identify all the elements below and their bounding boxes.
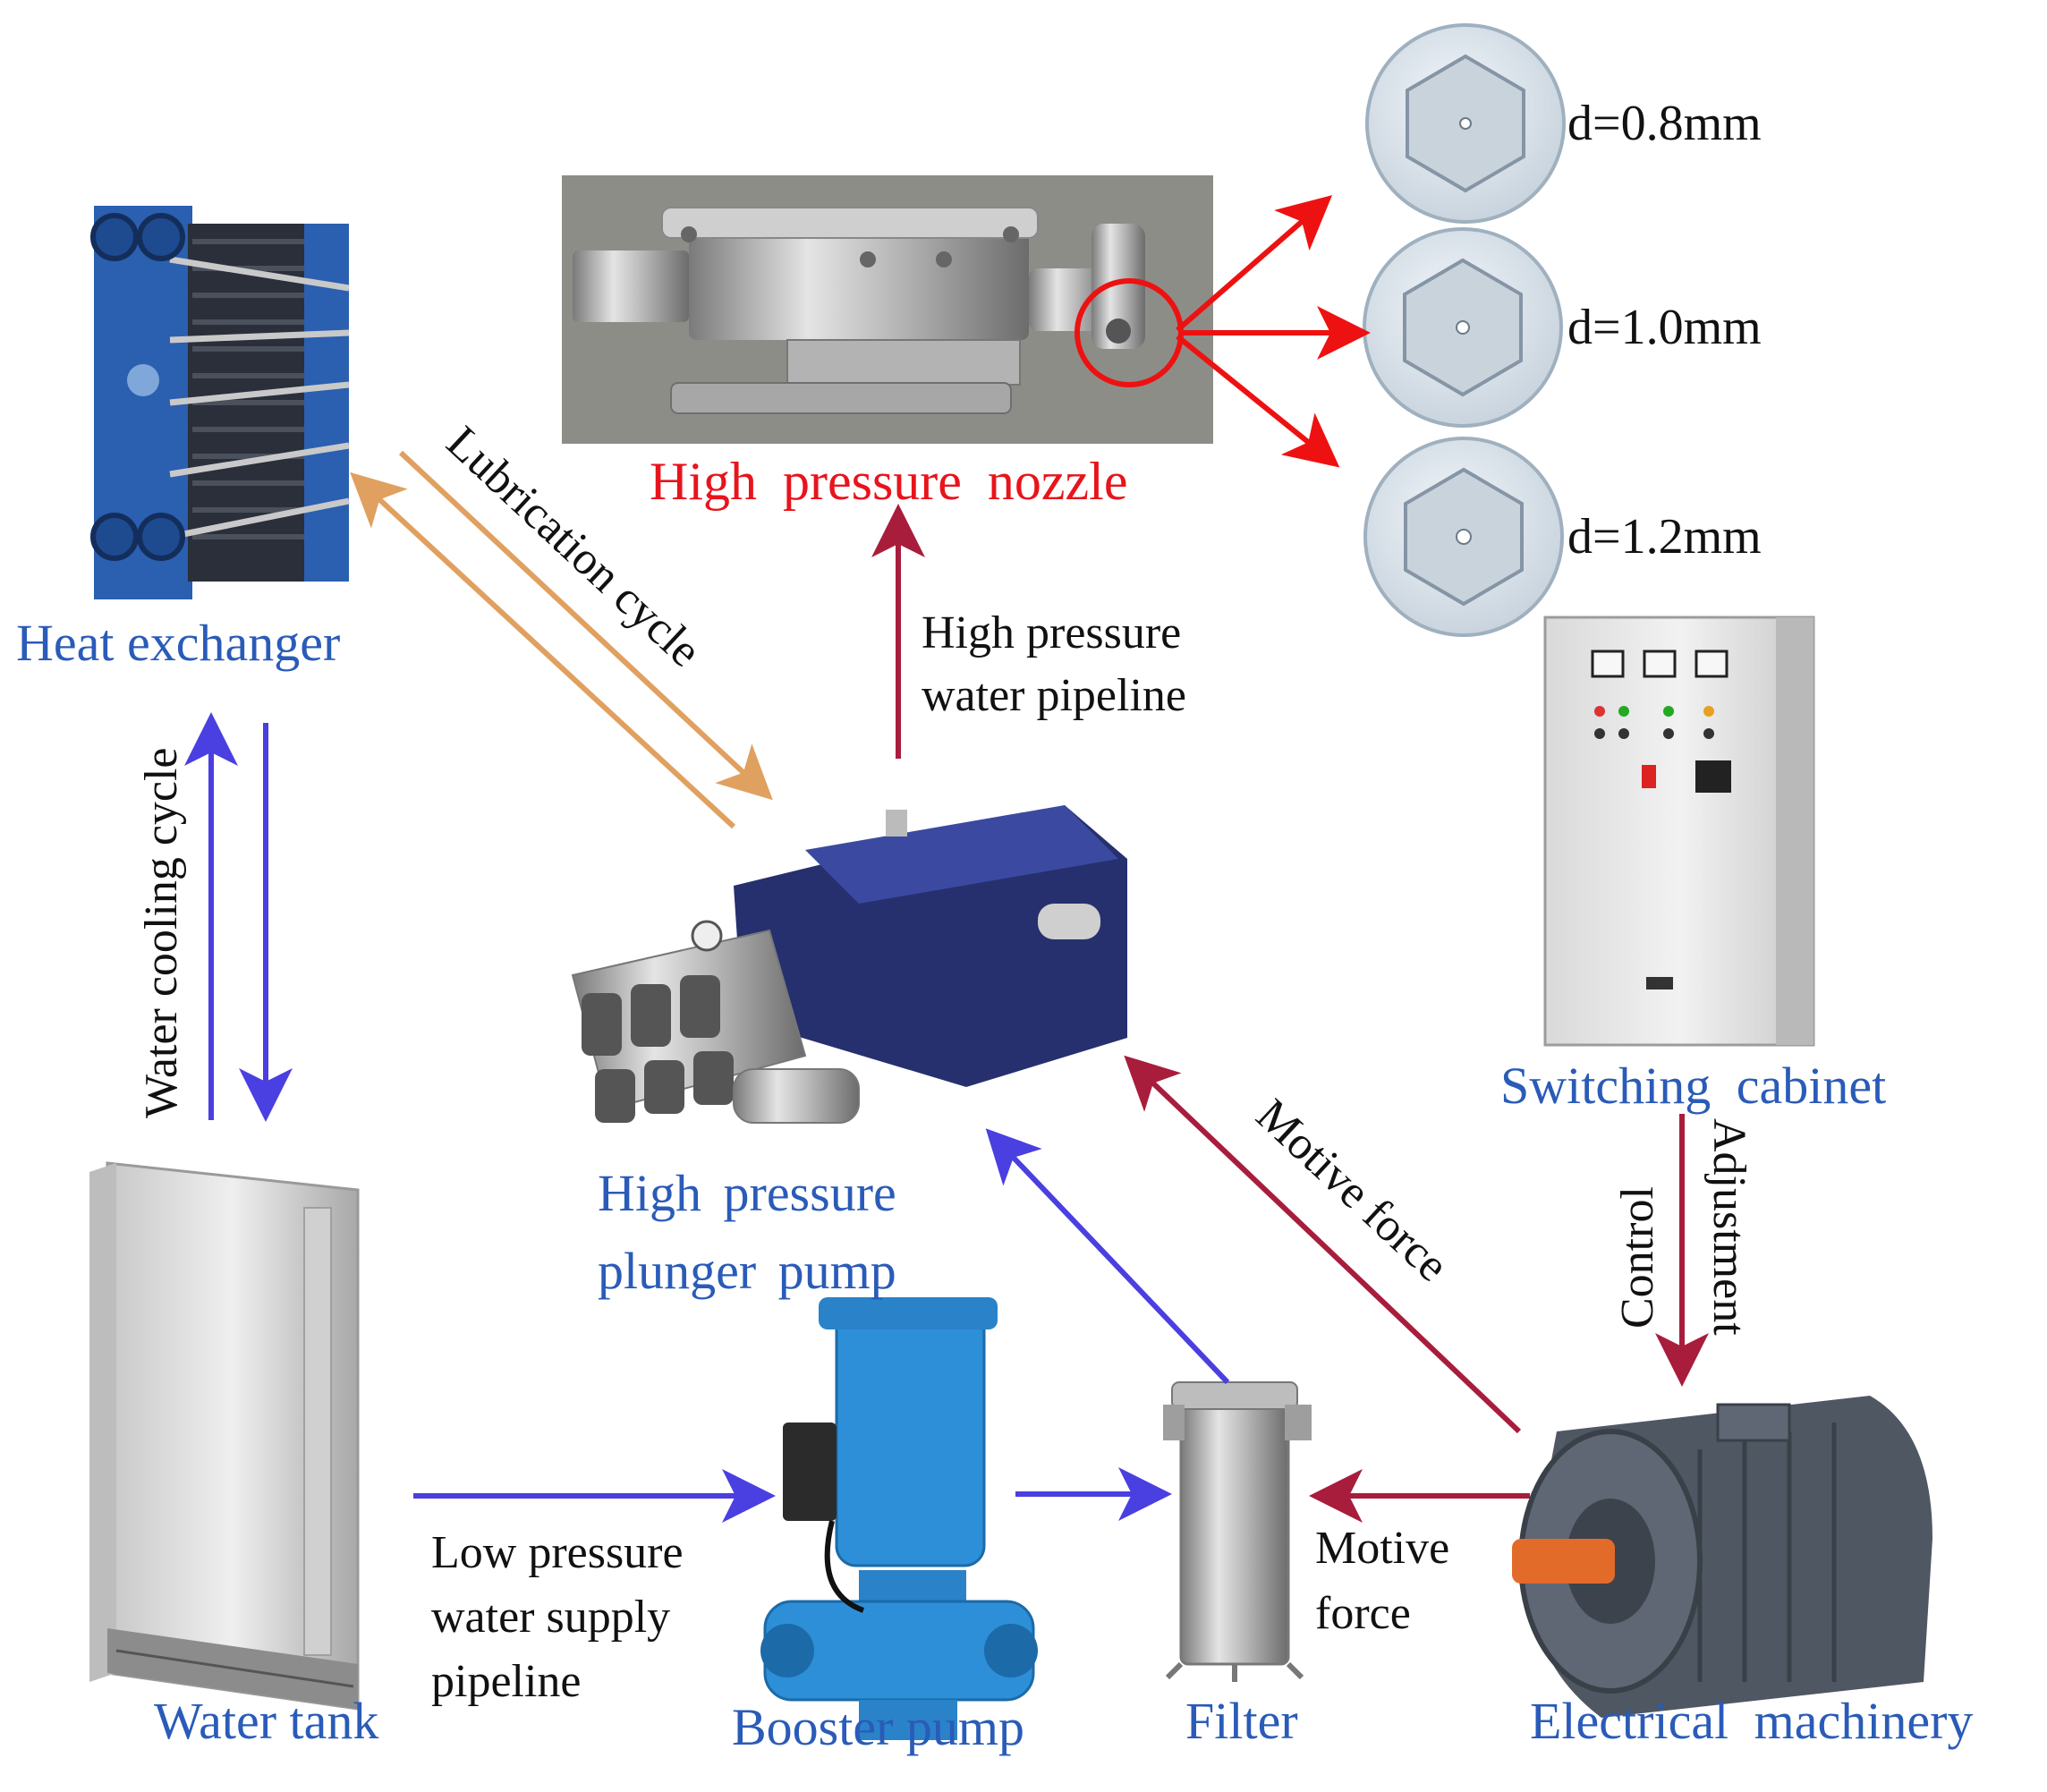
nozzle-disc-1.2 (1363, 437, 1564, 637)
nozzle-photo (562, 175, 1213, 444)
water-tank-label: Water tank (154, 1692, 379, 1750)
filter-label: Filter (1185, 1692, 1298, 1750)
water-tank-image (89, 1161, 360, 1711)
motive-force-label-line1: Motive (1315, 1523, 1450, 1574)
lp-pipeline-label-line2: water supply (431, 1592, 671, 1643)
nozzle-disc-1.0 (1363, 227, 1563, 428)
arrow-nozzle-to-disc-0.8 (1176, 195, 1333, 333)
nozzle-size-1.2-label: d=1.2mm (1567, 509, 1762, 565)
control-label: Control (1612, 1186, 1663, 1329)
arrow-nozzle-to-disc-1.2 (1176, 334, 1340, 468)
lp-pipeline-label-line1: Low pressure (431, 1527, 684, 1578)
switching-cabinet-label: Switching cabinet (1500, 1057, 1887, 1115)
nozzle-disc-0.8 (1365, 23, 1566, 224)
arrow-motive-force-to-pump (1124, 1055, 1522, 1434)
arrow-lubrication-to-heat-exchanger (350, 471, 736, 829)
plunger-pump-label-line1: High pressure (598, 1164, 896, 1222)
plunger-pump-image (571, 805, 1127, 1124)
hp-pipeline-label-line1: High pressure (922, 607, 1182, 658)
booster-pump-image (760, 1297, 1038, 1740)
nozzle-size-1.0-label: d=1.0mm (1567, 300, 1762, 355)
filter-image (1163, 1381, 1312, 1682)
plunger-pump-label-line2: plunger pump (598, 1242, 896, 1300)
nozzle-size-0.8-label: d=0.8mm (1567, 96, 1762, 151)
heat-exchanger-image (90, 206, 350, 599)
arrow-filter-to-pump (985, 1128, 1230, 1385)
heat-exchanger-label: Heat exchanger (16, 614, 341, 672)
switching-cabinet-image (1543, 616, 1815, 1047)
lp-pipeline-label-line3: pipeline (431, 1656, 582, 1707)
arrow-lubrication-to-pump (398, 450, 773, 801)
water-cooling-cycle-label: Water cooling cycle (136, 747, 187, 1118)
booster-pump-label: Booster pump (732, 1698, 1025, 1756)
nozzle-label: High pressure nozzle (650, 452, 1128, 511)
motive-force-label-line2: force (1315, 1588, 1411, 1639)
adjustment-label: Adjustment (1703, 1118, 1754, 1336)
hp-pipeline-label-line2: water pipeline (922, 670, 1186, 721)
electric-motor-image (1512, 1396, 1932, 1718)
electrical-machinery-label: Electrical machinery (1530, 1692, 1974, 1750)
